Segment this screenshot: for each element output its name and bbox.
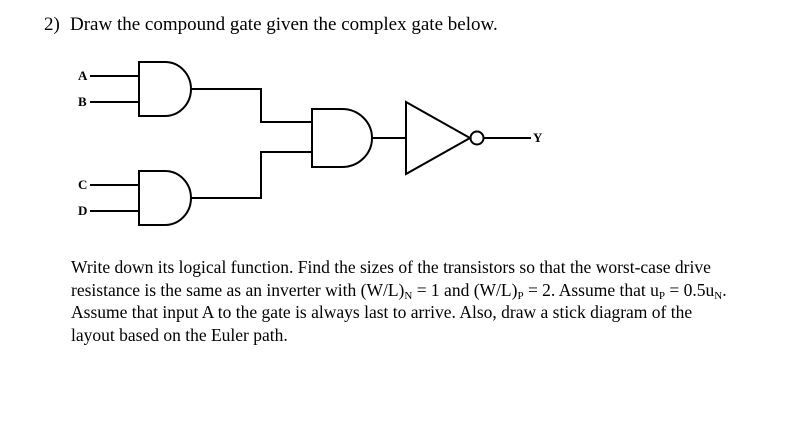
label-b: B [78,94,87,109]
wire-gate2-to-gate3 [190,151,313,199]
body-line-4: layout based on the Euler path. [71,324,288,345]
body-line-2d: = 0.5u [664,279,715,300]
body-line-2c: = 2. Assume that u [523,279,659,300]
sub-n: N [404,289,413,302]
body-line-2a: resistance is the same as an inverter wi… [71,279,405,300]
question-number: 2) [44,14,60,35]
question-title: 2) Draw the compound gate given the compl… [44,14,498,36]
sub-n2: N [714,289,723,302]
label-y: Y [533,130,543,145]
question-body: Write down its logical function. Find th… [71,256,791,346]
body-line-2b: = 1 and (W/L) [412,279,518,300]
label-c: C [78,177,87,192]
body-line-2: resistance is the same as an inverter wi… [71,279,791,302]
inverter-bubble [469,130,485,146]
and-gate-2 [138,170,192,226]
body-line-3: Assume that input A to the gate is alway… [71,302,693,322]
inverter [405,100,473,176]
label-a: A [78,68,88,83]
logic-gate-diagram: A B C D Y [78,61,543,226]
question-text: Draw the compound gate given the complex… [70,14,498,35]
and-gate-3 [311,108,373,168]
sub-p2: P [658,289,665,302]
label-d: D [78,203,87,218]
and-gate-1 [138,61,192,117]
body-line-2e: . [722,279,727,300]
wire-gate1-to-gate3 [190,88,313,123]
body-line-1: Write down its logical function. Find th… [71,257,711,277]
sub-p: P [517,289,524,302]
